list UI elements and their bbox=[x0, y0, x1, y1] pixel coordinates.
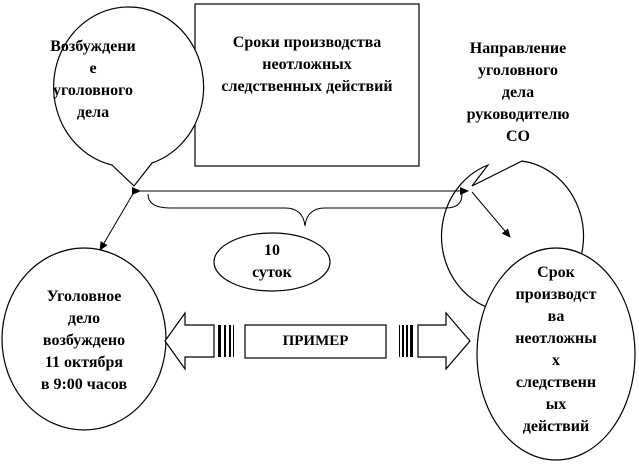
example-box bbox=[244, 324, 387, 359]
duration-label: 10 суток bbox=[252, 242, 292, 281]
initiation-bubble-label: Возбуждени е уголовного дела bbox=[50, 38, 136, 121]
deadline-circle bbox=[476, 247, 636, 461]
initiation-bubble bbox=[53, 6, 205, 187]
example-label: ПРИМЕР bbox=[282, 333, 349, 349]
title-box bbox=[194, 3, 420, 167]
arrow-to-case-opened bbox=[99, 191, 135, 251]
right-block-arrow bbox=[399, 311, 471, 371]
diagram-title: Сроки производства неотложных следственн… bbox=[221, 34, 393, 95]
duration-ellipse bbox=[213, 232, 331, 292]
arrow-to-deadline bbox=[471, 191, 511, 238]
timeline-brace bbox=[147, 193, 463, 227]
case-opened-label: Уголовное дело возбуждено 11 октября в 9… bbox=[40, 288, 128, 393]
referral-bubble-label: Направление уголовного дела руководителю… bbox=[466, 40, 570, 145]
left-block-arrow bbox=[164, 311, 234, 371]
deadline-label: Срок производст ва неотложны х следствен… bbox=[515, 264, 597, 435]
